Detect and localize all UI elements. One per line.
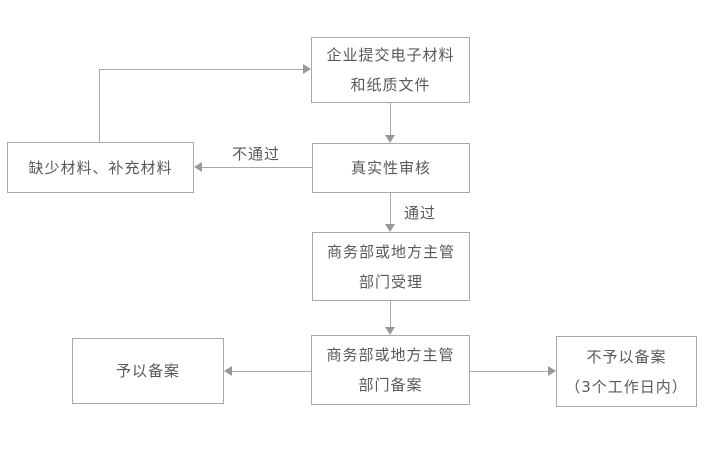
edge-label-pass: 通过	[403, 204, 436, 222]
node-department-acceptance: 商务部或地方主管 部门受理	[312, 232, 470, 301]
connector-missing-loop-horizontal	[99, 69, 304, 70]
node-submit-materials: 企业提交电子材料 和纸质文件	[311, 37, 470, 103]
connector-missing-loop-vertical	[99, 69, 100, 142]
node-authenticity-review: 真实性审核	[312, 143, 470, 193]
node-label: 部门受理	[358, 272, 423, 291]
node-filing-granted: 予以备案	[72, 338, 224, 404]
edge-label-fail: 不通过	[231, 145, 280, 163]
connector-filing-to-rejected	[470, 371, 549, 372]
connector-review-to-accept	[390, 193, 391, 225]
arrowhead-down-icon	[385, 224, 395, 232]
arrowhead-right-icon	[303, 64, 311, 74]
node-label: 商务部或地方主管	[326, 346, 455, 364]
connector-accept-to-filing	[390, 301, 391, 328]
node-label: 商务部或地方主管	[326, 242, 455, 261]
node-label: 部门备案	[358, 376, 423, 394]
connector-review-to-missing	[201, 167, 312, 168]
node-label: 不予以备案	[586, 347, 667, 366]
node-label: 和纸质文件	[350, 76, 431, 94]
node-label: （3个工作日内）	[565, 377, 688, 396]
node-label: 缺少材料、补充材料	[28, 158, 173, 177]
node-missing-materials: 缺少材料、补充材料	[7, 142, 194, 193]
arrowhead-down-icon	[385, 135, 395, 143]
node-filing-denied: 不予以备案 （3个工作日内）	[556, 336, 697, 407]
arrowhead-down-icon	[385, 327, 395, 335]
node-label: 真实性审核	[350, 159, 431, 177]
arrowhead-left-icon	[224, 366, 232, 376]
connector-submit-to-review	[390, 103, 391, 137]
node-label: 予以备案	[115, 362, 180, 380]
arrowhead-left-icon	[194, 162, 202, 172]
node-department-filing: 商务部或地方主管 部门备案	[311, 335, 470, 405]
arrowhead-right-icon	[548, 366, 556, 376]
connector-filing-to-approved	[231, 371, 311, 372]
node-label: 企业提交电子材料	[326, 46, 455, 64]
